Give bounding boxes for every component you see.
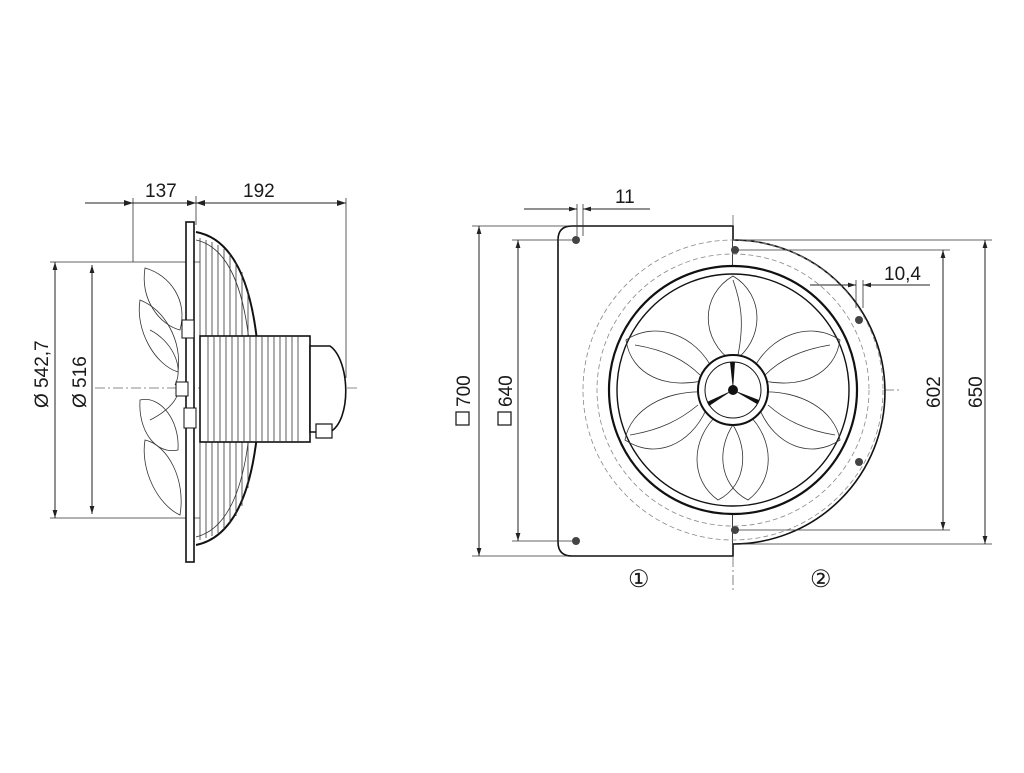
hole-bl [572,537,580,545]
hole-ring-top [731,246,739,254]
arrow [337,200,346,206]
dim-640-label: 640 [496,375,517,407]
dim-650-label: 650 [966,376,987,408]
variant-1-label: ① [628,566,650,593]
arrow [124,200,133,206]
dim-602-label: 602 [924,376,945,408]
dim-700-group: 700 [454,375,475,426]
arrow [196,200,205,206]
variant-2-label: ② [810,566,832,593]
dim-11-label: 11 [615,187,635,208]
dashed-circle-mid [596,253,870,527]
arrow [187,200,196,206]
hub-spinner-icon [707,362,759,406]
dim-dia-516-label: Ø 516 [70,356,91,408]
hole-ring-bottom [731,526,739,534]
front-view: 700 640 11 10,4 602 650 ① ② [454,187,992,593]
dashed-circle-outer [582,239,884,541]
dim-dia-542-label: Ø 542,7 [32,340,53,408]
motor [175,319,347,443]
dim-104-label: 10,4 [884,264,921,285]
dim-137-label: 137 [145,181,177,202]
dim-700-label: 700 [454,375,475,407]
front-fan-blades [624,275,841,501]
side-view: 137 192 Ø 542,7 Ø 516 [32,181,360,563]
dim-640-group: 640 [496,375,517,426]
hole-ring-lr [855,458,863,466]
square-symbol-icon [455,411,470,426]
hole-tl [572,236,580,244]
hole-ring-ur [855,316,863,324]
square-symbol-icon [497,411,512,426]
dim-192-label: 192 [243,181,275,202]
